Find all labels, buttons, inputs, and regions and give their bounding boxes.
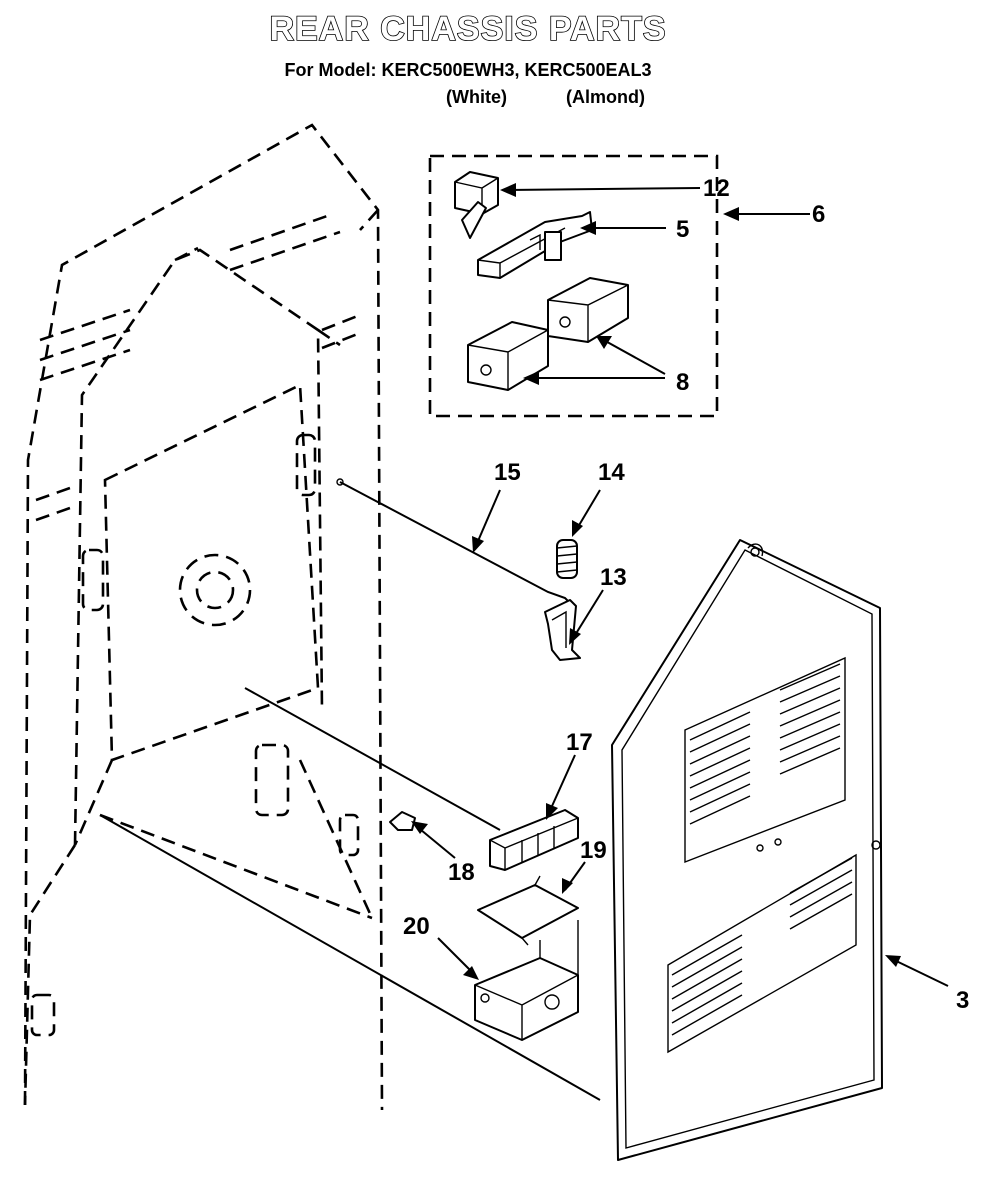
floor-reference-line — [99, 814, 601, 1101]
callout-18: 18 — [448, 859, 475, 886]
variant-white-label: (White) — [446, 87, 507, 107]
range-chassis-outline — [23, 123, 384, 1111]
variant-almond-label: (Almond) — [566, 87, 645, 107]
callout-13: 13 — [600, 564, 627, 591]
callout-5: 5 — [676, 216, 689, 243]
callout-6: 6 — [812, 201, 825, 228]
callout-3: 3 — [956, 987, 969, 1014]
diagram-title: REAR CHASSIS PARTS — [269, 9, 667, 49]
leader-arrowheads — [411, 183, 901, 980]
part-8-motor-lower — [467, 321, 549, 391]
callout-19: 19 — [580, 837, 607, 864]
part-19-plate — [477, 875, 579, 946]
callout-8: 8 — [676, 369, 689, 396]
part-12-switch — [454, 171, 499, 239]
part-8-motor-upper — [547, 277, 629, 343]
part-20-box — [474, 920, 579, 1041]
callout-17: 17 — [566, 729, 593, 756]
part-17-terminal-block — [489, 809, 579, 871]
part-3-rear-panel — [611, 539, 883, 1161]
part-15-rod — [336, 478, 573, 606]
part-5-bracket — [477, 211, 593, 279]
part-14-spring — [556, 539, 578, 579]
kit-group-box — [428, 154, 719, 418]
callout-15: 15 — [494, 459, 521, 486]
callout-14: 14 — [598, 459, 625, 486]
callout-20: 20 — [403, 913, 430, 940]
callout-12: 12 — [703, 175, 730, 202]
callout-labels: 12 5 6 8 15 14 13 17 18 19 20 3 — [403, 175, 969, 1014]
wire-reference-line — [244, 687, 501, 831]
part-13-latch — [544, 599, 581, 661]
part-18-clip — [389, 811, 416, 831]
model-subtitle: For Model: KERC500EWH3, KERC500EAL3 — [284, 60, 652, 80]
